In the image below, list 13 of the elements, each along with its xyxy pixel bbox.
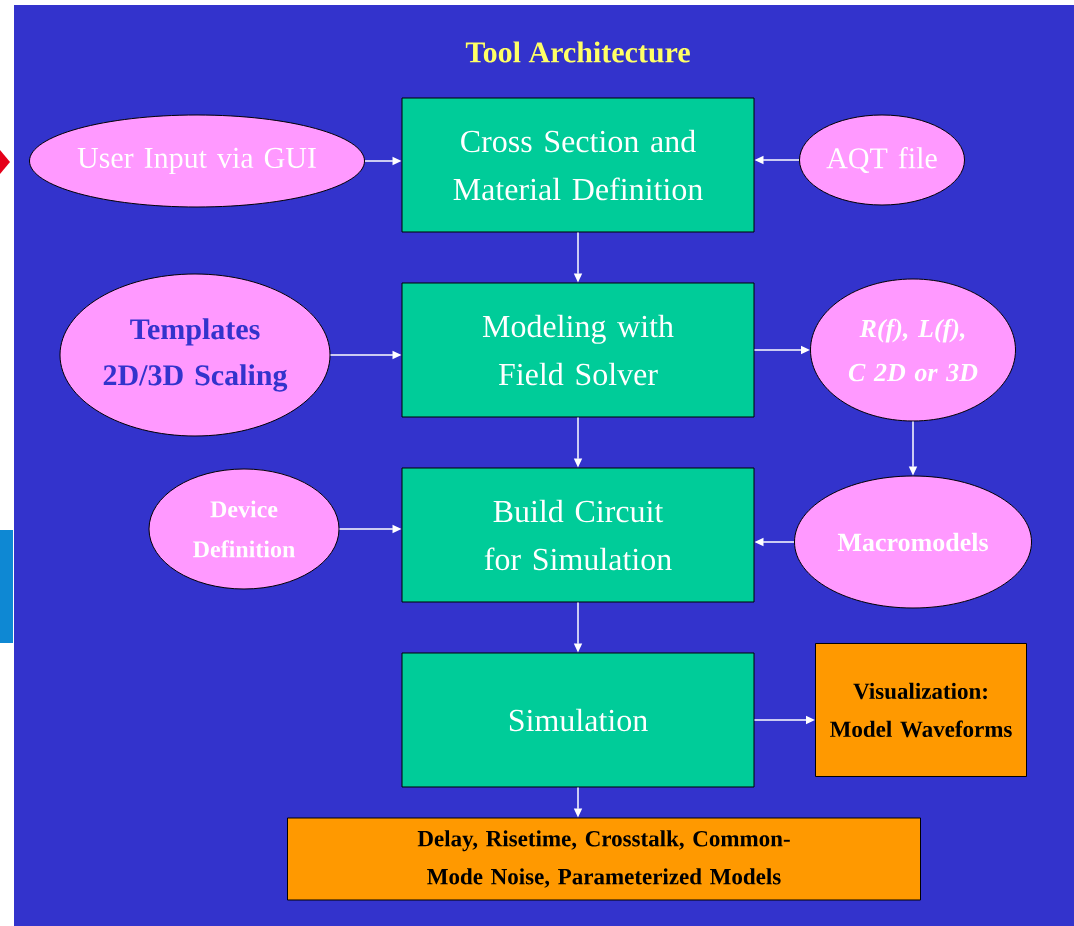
ellipse-node: Macromodels <box>794 475 1032 609</box>
ellipse-node: R(f), L(f), C 2D or 3D <box>810 278 1016 422</box>
ellipse-node: User Input via GUI <box>29 114 365 208</box>
process-box: Build Circuit for Simulation <box>401 467 755 603</box>
ellipse-node: Templates 2D/3D Scaling <box>59 273 331 437</box>
output-box: Delay, Risetime, Crosstalk, Common-Mode Noise, Parameterized Models <box>287 817 921 901</box>
ellipse-node: Device Definition <box>148 468 340 590</box>
process-box: Simulation <box>401 652 755 788</box>
title: Tool Architecture <box>465 41 690 63</box>
output-box: Visualization: Model Waveforms <box>815 643 1027 777</box>
ellipse-node: AQT file <box>799 114 965 206</box>
process-box: Cross Section and Material Definition <box>401 97 755 233</box>
process-box: Modeling with Field Solver <box>401 282 755 418</box>
